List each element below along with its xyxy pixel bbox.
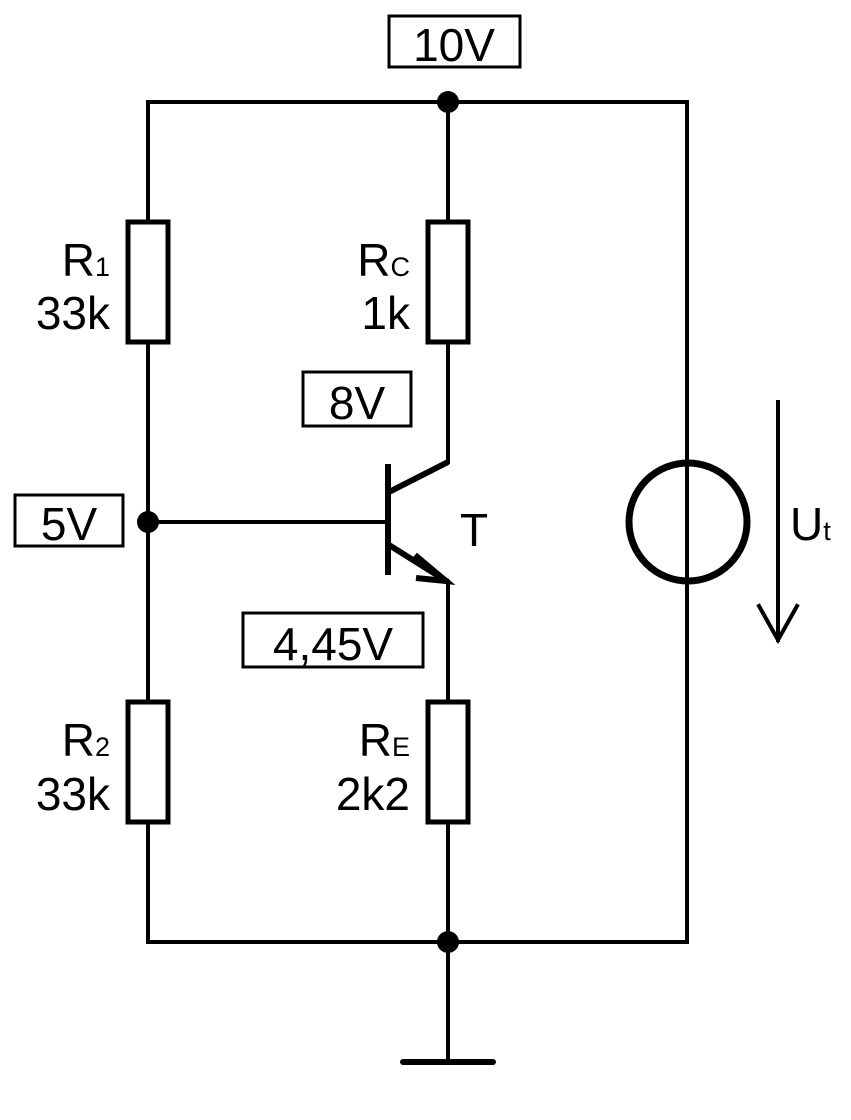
voltage-label-emitter: 4,45V [241,611,425,670]
rc-subscript: C [391,252,411,282]
r1-subscript: 1 [95,252,110,282]
re-name: R [359,714,392,766]
resistor-r2 [125,699,171,825]
voltage-base-text: 5V [41,498,98,550]
junction-base [137,511,159,533]
r2-name: R [62,714,95,766]
re-value: 2k2 [336,768,410,820]
rc-name: R [357,234,390,286]
npn-transistor-icon [385,459,456,585]
source-subscript: t [823,516,831,546]
svg-text:R2: R2 [62,714,110,766]
label-re: RE 2k2 [336,714,410,820]
voltage-supply-text: 10V [413,19,495,71]
junction-top [437,91,459,113]
label-rc: RC 1k [357,234,411,339]
source-label: Ut [790,498,831,550]
junction-bottom [437,931,459,953]
r1-name: R [62,234,95,286]
voltage-label-base: 5V [13,493,125,550]
label-r2: R2 33k [36,714,111,820]
r2-value: 33k [36,768,111,820]
label-r1: R1 33k [36,234,111,339]
voltage-collector-text: 8V [329,377,386,429]
resistor-rc [425,219,471,345]
wires [146,100,689,1064]
svg-text:RE: RE [359,714,410,766]
voltage-label-supply: 10V [387,14,522,71]
voltage-emitter-text: 4,45V [273,618,394,670]
rc-value: 1k [361,287,411,339]
r1-value: 33k [36,287,111,339]
source-name: U [790,498,823,550]
voltage-label-collector: 8V [301,370,413,429]
svg-text:RC: RC [357,234,410,286]
resistor-r1 [125,219,171,345]
voltage-source-icon [625,459,751,585]
re-subscript: E [392,732,410,762]
r2-subscript: 2 [95,732,110,762]
voltage-arrow-icon [756,400,800,645]
svg-text:R1: R1 [62,234,110,286]
transistor-label: T [460,504,488,556]
resistor-re [425,699,471,825]
